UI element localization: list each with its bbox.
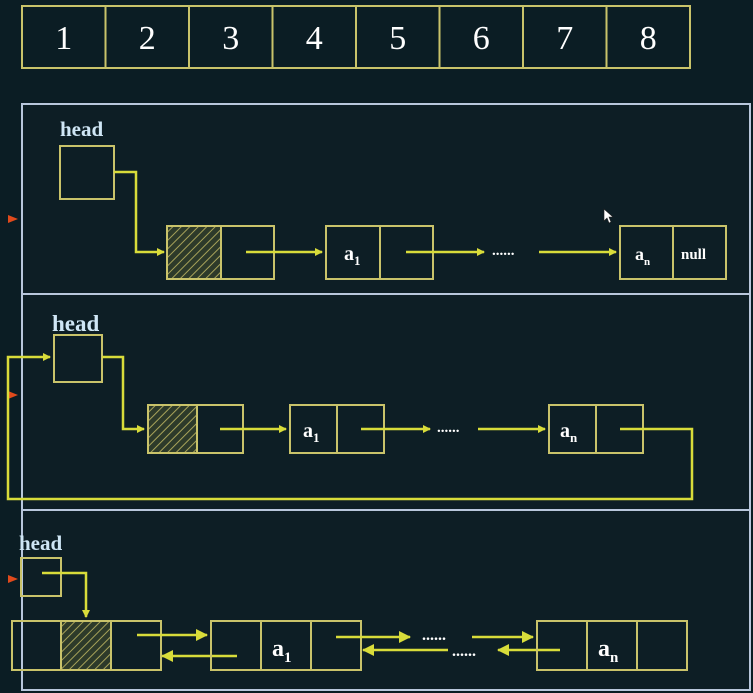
head-pointer-box xyxy=(53,334,103,383)
index-cell-3: 3 xyxy=(222,20,239,57)
node-a1-box xyxy=(210,620,362,671)
panel-frame xyxy=(21,509,751,691)
node-an-box xyxy=(536,620,688,671)
header-node-hatched-field xyxy=(168,227,220,279)
node-a1-value: a1 xyxy=(303,420,320,445)
node-an-value: an xyxy=(560,420,578,445)
null-label: null xyxy=(681,247,706,263)
node-an-value: an xyxy=(635,244,650,268)
header-node-hatched-field xyxy=(149,406,196,453)
index-cell-2: 2 xyxy=(139,20,156,57)
circular-return-arrow xyxy=(6,353,694,501)
head-arrow xyxy=(114,170,165,256)
node-an: an xyxy=(536,620,688,671)
head-arrow xyxy=(42,571,90,618)
index-strip: 1 2 3 4 5 6 7 8 xyxy=(21,5,691,69)
head-label: head xyxy=(60,117,104,141)
ellipsis: ...... xyxy=(492,243,515,259)
ellipsis-next: ...... xyxy=(422,627,446,644)
head-pointer-box xyxy=(20,557,62,597)
header-node-box xyxy=(11,620,162,671)
index-cell-4: 4 xyxy=(306,20,323,57)
index-cell-1: 1 xyxy=(55,20,72,57)
head-label: head xyxy=(19,531,63,555)
slide-marker-icon xyxy=(8,575,18,583)
header-node xyxy=(11,620,162,671)
head-arrow xyxy=(102,355,145,433)
node-a1: a1 xyxy=(210,620,362,671)
doubly-linked-list-panel: head a1 ...... ...... an xyxy=(8,509,751,691)
slide-marker-icon xyxy=(8,215,18,223)
node-a1-value: a1 xyxy=(272,636,292,666)
node-a1-value: a1 xyxy=(344,243,361,268)
node-an-value: an xyxy=(598,636,619,666)
slide-marker-icon xyxy=(8,391,18,399)
header-node xyxy=(147,404,244,454)
header-node xyxy=(166,225,275,280)
circular-linked-list-panel: head a1 ...... an xyxy=(6,293,751,511)
head-label: head xyxy=(52,311,100,336)
singly-linked-list-panel: head a1 ...... an null xyxy=(8,103,751,295)
panel-frame xyxy=(21,293,751,511)
index-cell-5: 5 xyxy=(389,20,406,57)
header-node-hatched-field xyxy=(62,622,111,670)
panel-frame xyxy=(21,103,751,295)
index-cell-8: 8 xyxy=(640,20,657,57)
index-cell-7: 7 xyxy=(556,20,573,57)
mouse-cursor-icon xyxy=(603,208,614,224)
ellipsis-prev: ...... xyxy=(452,643,476,660)
node-an: an null xyxy=(619,225,727,280)
index-cell-6: 6 xyxy=(473,20,490,57)
ellipsis: ...... xyxy=(437,420,460,436)
